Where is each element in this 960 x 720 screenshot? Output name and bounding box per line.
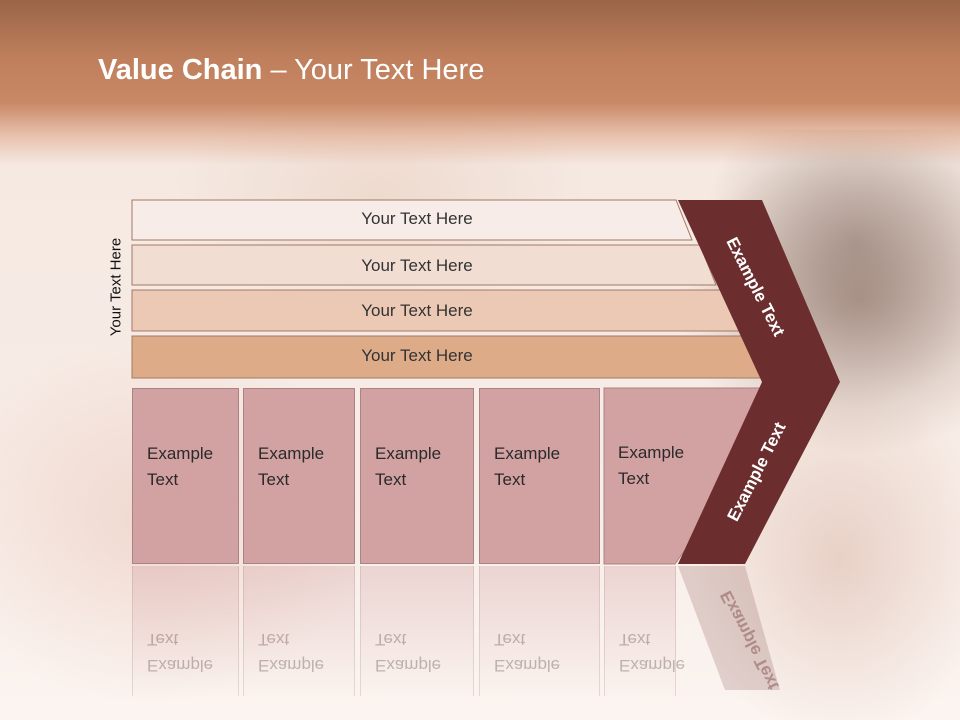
column-3[interactable]: Example Text (360, 388, 474, 564)
row-bar-2-label: Your Text Here (361, 256, 473, 275)
column-3-text: Example Text (375, 444, 442, 489)
column-4-text: Example Text (494, 444, 561, 489)
row-bar-1[interactable] (131, 199, 693, 241)
title-rest: – Your Text Here (262, 54, 485, 86)
column-3-reflection: Example Text (360, 566, 474, 696)
column-1[interactable]: Example Text (132, 388, 239, 564)
column-1-text: Example Text (147, 444, 214, 489)
column-4-reflection: Example Text (479, 566, 600, 696)
column-5-reflection-text: Example Text (619, 630, 686, 675)
column-1-reflection-text: Example Text (147, 630, 214, 675)
column-2-reflection-text: Example Text (258, 630, 325, 675)
column-2-text: Example Text (258, 444, 325, 489)
column-1-reflection: Example Text (132, 566, 239, 696)
slide-title[interactable]: Value Chain – Your Text Here (98, 54, 484, 87)
column-2-reflection: Example Text (243, 566, 355, 696)
column-5-text: Example Text (618, 443, 685, 488)
row-bar-2[interactable] (131, 244, 717, 286)
column-2[interactable]: Example Text (243, 388, 355, 564)
column-4[interactable]: Example Text (479, 388, 600, 564)
chevron-reflection (678, 566, 780, 690)
title-bold: Value Chain (98, 54, 263, 86)
row-bar-4-label: Your Text Here (361, 346, 473, 365)
row-bar-3-label: Your Text Here (361, 301, 473, 320)
chevron-arrow[interactable] (678, 200, 840, 564)
column-3-reflection-text: Example Text (375, 630, 442, 675)
title-band (0, 0, 960, 165)
column-5-reflection: Example Text (604, 566, 685, 696)
row-bar-1-label: Your Text Here (361, 209, 473, 228)
column-4-reflection-text: Example Text (494, 630, 561, 675)
